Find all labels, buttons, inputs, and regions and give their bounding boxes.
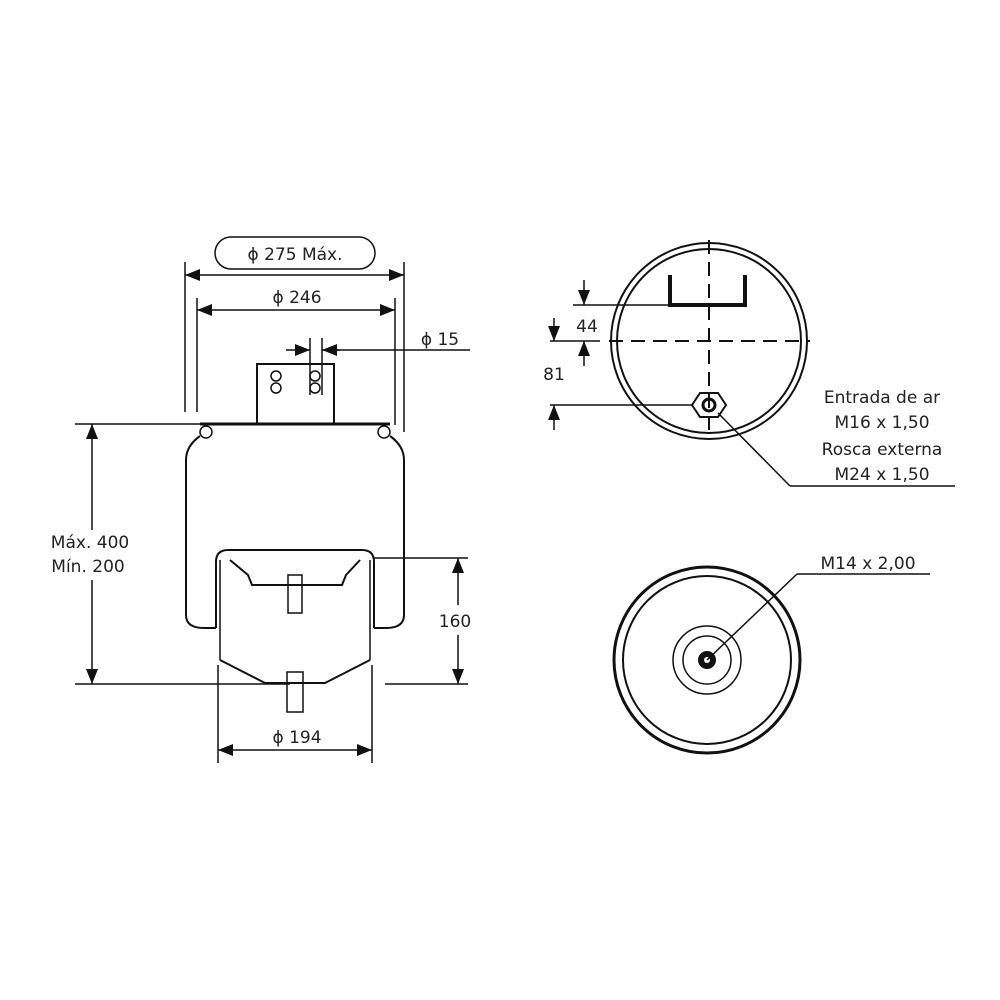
piston <box>215 549 375 628</box>
air-inlet-label-2: M16 x 1,50 <box>834 413 929 433</box>
diameter-15-label: ϕ 15 <box>421 330 459 350</box>
piston-height-label: 160 <box>439 612 471 632</box>
height-max-label: Máx. 400 <box>51 533 129 553</box>
max-diameter-label: ϕ 275 Máx. <box>247 245 342 265</box>
height-min-label: Mín. 200 <box>51 557 124 577</box>
air-inlet-label-3: Rosca externa <box>822 440 943 460</box>
air-inlet-label-4: M24 x 1,50 <box>834 465 929 485</box>
dim-81-label: 81 <box>543 365 565 385</box>
diameter-246-label: ϕ 246 <box>272 288 321 308</box>
thread-label: M14 x 2,00 <box>820 554 915 574</box>
bottom-view: M14 x 2,00 <box>612 554 930 755</box>
top-view: 44 81 Entrada de ar M16 x 1,50 Rosca ext… <box>543 240 955 487</box>
air-inlet-label-1: Entrada de ar <box>824 388 940 408</box>
bottom-view-outer-circle <box>612 565 802 755</box>
dim-44-label: 44 <box>576 317 598 337</box>
side-view: ϕ 275 Máx. ϕ 246 ϕ 15 <box>51 236 471 763</box>
bellows <box>185 435 216 629</box>
piston-diameter-label: ϕ 194 <box>272 728 321 748</box>
